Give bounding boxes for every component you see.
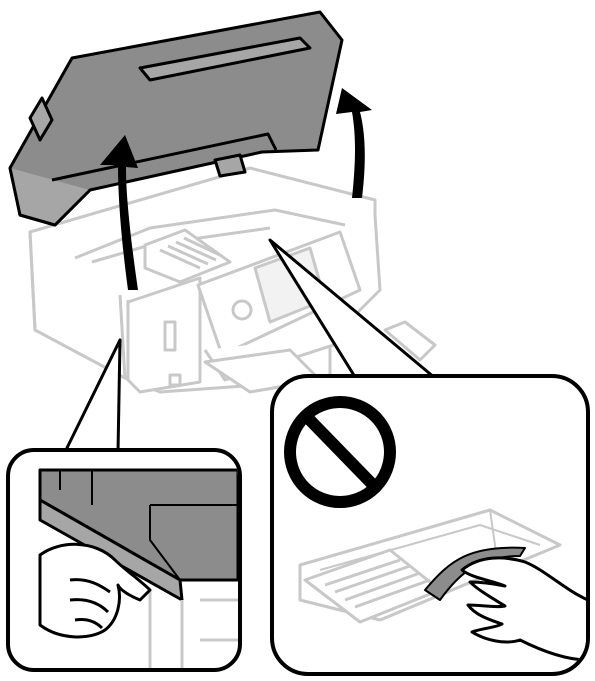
arrow-up-curved-icon xyxy=(336,88,372,198)
callout-right xyxy=(272,376,588,674)
callout-left xyxy=(8,450,240,680)
